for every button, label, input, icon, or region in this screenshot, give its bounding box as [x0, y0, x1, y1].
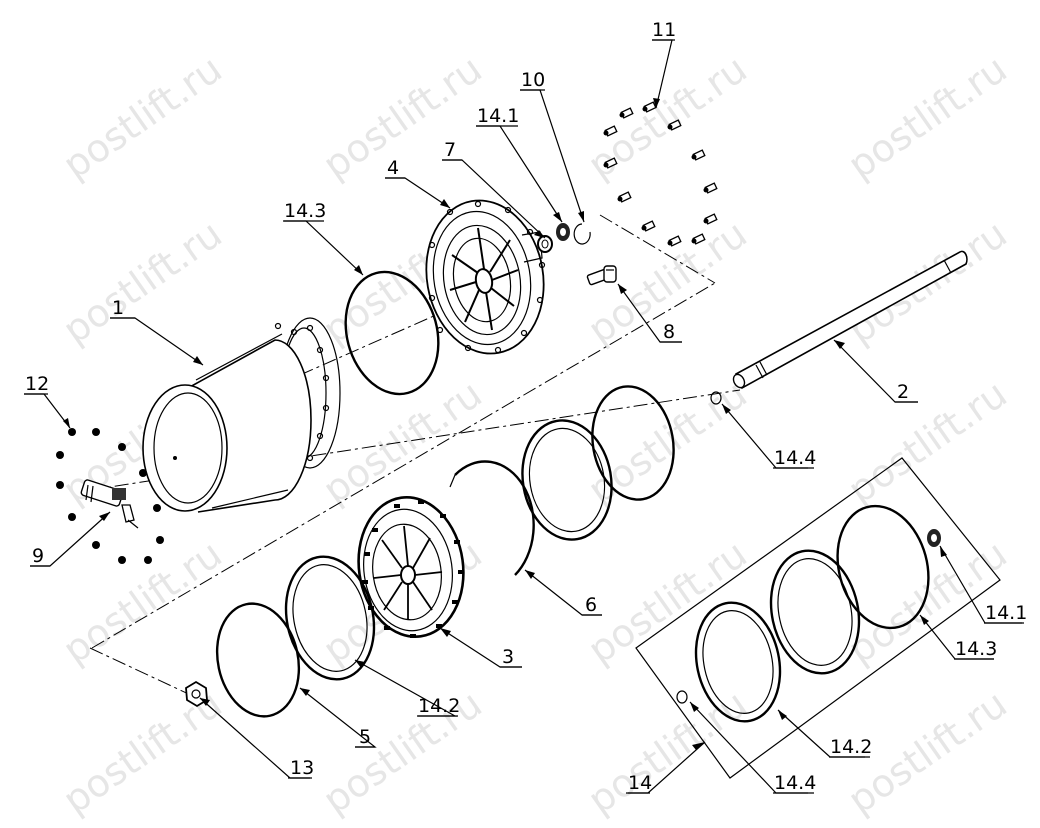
watermark: postlift.ru	[55, 47, 230, 188]
watermark: postlift.ru	[580, 372, 755, 513]
cylinder-part-1	[142, 317, 341, 513]
ring-part-14-3	[344, 270, 440, 396]
leader-arrows	[63, 98, 947, 750]
watermark: postlift.ru	[580, 682, 755, 823]
end-cap-part-4	[425, 199, 546, 355]
part-labels: 1 2 3 4 5 6 7 8 9 10 11 12 13 14 14.1 14…	[25, 19, 1027, 794]
label-14-2-left: 14.2	[418, 695, 460, 717]
elbow-fitting-part-8	[586, 265, 617, 286]
snap-ring-part-10	[573, 223, 591, 245]
repair-kit-part-14	[635, 457, 1001, 779]
label-1: 1	[112, 297, 124, 319]
o-ring-part-14-4	[710, 391, 722, 405]
label-4: 4	[387, 157, 399, 179]
label-7: 7	[444, 139, 456, 161]
label-3: 3	[502, 646, 514, 668]
label-9: 9	[32, 545, 44, 567]
label-11: 11	[652, 19, 676, 41]
label-14: 14	[628, 772, 652, 794]
watermark: postlift.ru	[315, 372, 490, 513]
label-14-3-kit: 14.3	[955, 638, 997, 660]
fitting-part-9	[80, 479, 139, 529]
watermark: postlift.ru	[840, 47, 1015, 188]
piston-rod-part-2	[732, 250, 968, 390]
label-6: 6	[585, 594, 597, 616]
watermark: postlift.ru	[840, 372, 1015, 513]
label-14-4-upper: 14.4	[774, 447, 816, 469]
seal-part-14-1	[556, 223, 570, 241]
label-2: 2	[897, 381, 909, 403]
piston-part-3	[357, 496, 465, 638]
ring-set-part-6	[449, 385, 675, 576]
bolt-ring-part-11	[603, 101, 718, 247]
label-12: 12	[25, 373, 49, 395]
label-5: 5	[359, 726, 371, 748]
label-14-4-kit: 14.4	[774, 772, 816, 794]
watermark: postlift.ru	[315, 47, 490, 188]
watermark: postlift.ru	[55, 212, 230, 353]
label-14-3-upper: 14.3	[284, 200, 326, 222]
bolt-ring-part-12	[56, 428, 164, 564]
label-underlines	[24, 39, 1024, 794]
label-8: 8	[663, 321, 675, 343]
label-14-1-upper: 14.1	[477, 105, 519, 127]
label-14-2-kit: 14.2	[830, 736, 872, 758]
watermark: postlift.ru	[55, 532, 230, 673]
watermark: postlift.ru	[315, 682, 490, 823]
label-10: 10	[521, 69, 545, 91]
ring-part-5	[215, 602, 301, 718]
label-14-1-kit: 14.1	[985, 602, 1027, 624]
bushing-part-7	[537, 235, 553, 253]
label-13: 13	[290, 757, 314, 779]
